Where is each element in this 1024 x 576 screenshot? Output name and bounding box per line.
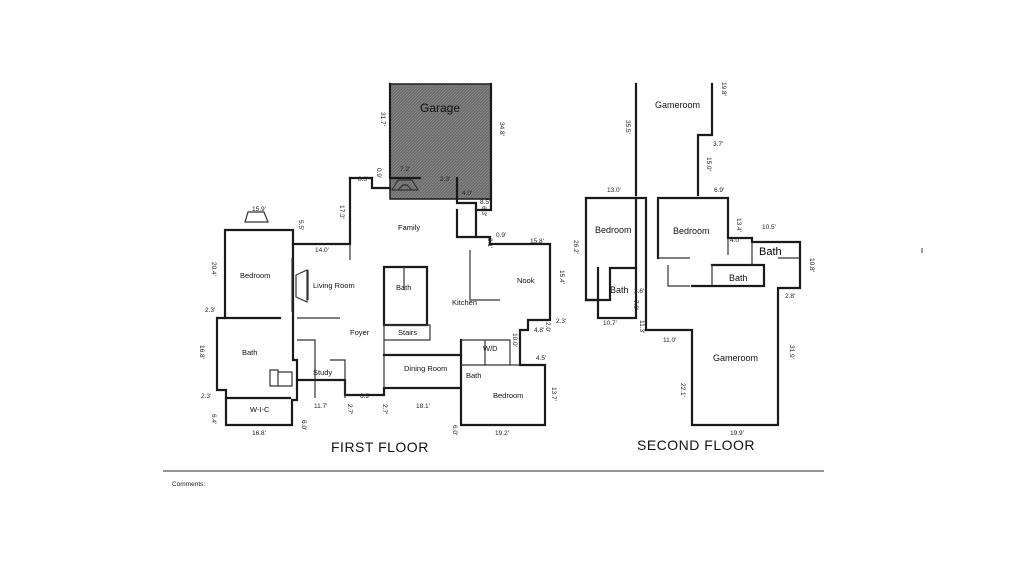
dim-label: 11.7' [314,403,327,410]
dim-label: 4.0' [730,237,740,244]
room-bath-right: Bath [466,371,481,380]
dim-label: 17.3' [338,205,345,219]
second-floor-title: SECOND FLOOR [637,437,755,453]
room-bedroom-b: Bedroom [673,226,710,236]
dim-label: 6.4' [210,414,217,424]
first-floor-title: FIRST FLOOR [331,439,429,455]
dim-label: 2.3' [205,307,215,314]
dim-label: 11.0' [663,337,676,344]
dim-label: 16.8' [252,430,266,437]
comments-label: Comments: [172,481,205,488]
dim-label: 3.6' [634,288,644,295]
dim-label: 4.0' [462,190,472,197]
first-floor-dimensions: 31.7' 34.8' 7.2' 2.3' 4.0' 8.5' 8.3' 0.9… [198,112,566,437]
dim-label: 6.3' [480,206,487,216]
dim-label: 19.9' [730,430,744,437]
room-bedroom-right: Bedroom [493,391,523,400]
dim-label: 2.3' [201,393,211,400]
room-nook: Nook [517,276,535,285]
dim-label: 15.4' [558,270,565,284]
dim-label: 7.2' [400,166,410,173]
room-bedroom-left: Bedroom [240,271,270,280]
dim-label: 15.0' [705,157,712,171]
room-kitchen: Kitchen [452,298,477,307]
second-floor-plan [584,82,802,427]
dim-label: 10.8' [808,258,815,272]
room-bath-left: Bath [242,348,257,357]
dim-label: 16.8' [198,345,205,359]
room-wic: W-I-C [250,405,270,414]
room-garage: Garage [420,101,460,115]
dim-label: 6.0' [451,425,458,435]
room-foyer: Foyer [350,328,370,337]
room-bath-large-label: Bath [759,246,782,258]
dim-label: 10.0' [511,333,518,347]
dim-label: 2.3' [440,176,450,183]
second-floor-dimensions: 19.8' 35.5' 3.7' 15.0' 13.0' 6.9' 13.4' … [572,82,815,437]
dim-label: 6.9' [714,187,724,194]
dim-label: 3.1' [486,238,493,248]
dim-label: 14.0' [315,247,329,254]
dim-label: 22.1' [679,383,686,397]
dim-label: 13.4' [735,218,742,232]
dim-label: 34.8' [498,122,505,136]
dim-label: 15.8' [530,238,544,245]
dim-label: 6.0' [300,420,307,430]
room-bath-a: Bath [610,285,629,295]
dim-label: 15.9' [252,206,266,213]
dim-label: 11.3' [638,320,645,333]
dim-label: 3.7' [713,141,723,148]
dim-label: 6.9' [360,393,370,400]
room-bath-b: Bath [729,273,748,283]
dim-label: 10.7' [603,320,617,327]
room-wd: W/D [483,344,498,353]
dim-label: 26.2' [572,240,579,254]
dim-label: 4.8' [534,327,544,334]
room-dining-room: Dining Room [404,364,447,373]
dim-label: 31.7' [379,112,386,126]
dim-label: 19.8' [720,82,727,96]
dim-label: 8.3' [358,176,368,183]
dim-label: 13.0' [607,187,621,194]
dim-label: 2.7' [346,404,353,414]
dim-label: 7.0' [632,300,639,310]
second-floor-room-labels: Gameroom Bedroom Bedroom Bath Bath Bath … [595,100,782,363]
room-gameroom-top: Gameroom [655,100,700,110]
dim-label: 0.9' [496,232,506,239]
dim-label: 18.1' [416,403,430,410]
dim-label: 4.5' [536,355,546,362]
dim-label: 8.5' [480,199,490,206]
dim-label: 0.9' [375,168,382,178]
dim-label: 20.4' [210,262,217,276]
room-study: Study [313,368,332,377]
room-bath-center: Bath [396,283,411,292]
room-living-room: Living Room [313,281,355,290]
dim-label: 19.2' [495,430,509,437]
dim-label: 2.0' [544,322,551,332]
dim-label: 2.8' [785,293,795,300]
first-floor-room-labels: Garage Family Bedroom Living Room Bath F… [240,101,535,414]
dim-label: 10.5' [762,224,776,231]
dim-label: 35.5' [624,120,631,134]
first-floor-plan [215,82,552,427]
room-stairs: Stairs [398,328,417,337]
dim-label: 5.5' [297,220,304,230]
dim-label: 13.7' [550,387,557,401]
room-gameroom-bottom: Gameroom [713,353,758,363]
room-family: Family [398,223,420,232]
room-bedroom-a: Bedroom [595,225,632,235]
dim-label: 2.7' [381,404,388,414]
dim-label: 2.3' [556,318,566,325]
dim-label: 31.9' [788,345,795,359]
